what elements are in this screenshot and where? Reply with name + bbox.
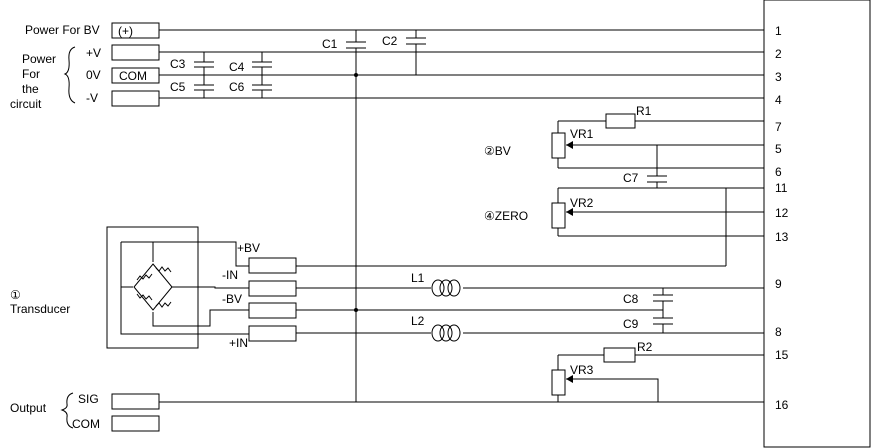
- minus-bv-box: [248, 302, 297, 319]
- minus-in-box: [248, 280, 297, 297]
- bv-label: ②BV: [484, 144, 511, 158]
- junction-dot: [354, 73, 358, 77]
- power-brace: [63, 46, 76, 104]
- terminal-5: 5: [775, 142, 782, 156]
- l1-label: L1: [411, 271, 425, 285]
- plus-in-label: +IN: [229, 336, 248, 350]
- minus-v-label: -V: [86, 91, 98, 105]
- minus-in-label: -IN: [222, 268, 238, 282]
- com-box-text: COM: [119, 69, 147, 83]
- plus-v-box: [111, 44, 160, 61]
- l2-inductor: [431, 324, 461, 342]
- terminal-13: 13: [775, 230, 789, 244]
- c8-label: C8: [623, 292, 639, 306]
- plus-in-box: [248, 325, 297, 342]
- vr1-wiper-arrow: [566, 141, 573, 149]
- sig-box: [111, 393, 160, 410]
- vr2-potentiometer: [551, 202, 566, 229]
- vr2-wiper-arrow: [566, 208, 573, 216]
- power-label-line2: For: [22, 67, 40, 81]
- c3-label: C3: [170, 57, 186, 71]
- sig-label: SIG: [78, 392, 99, 406]
- transducer-minus-bv-wire: [152, 309, 249, 327]
- c4-label: C4: [229, 60, 245, 74]
- r1-resistor: [605, 113, 636, 129]
- output-label: Output: [10, 401, 47, 415]
- c2-label: C2: [382, 34, 398, 48]
- zero-label: ④ZERO: [484, 209, 528, 223]
- terminal-7: 7: [775, 120, 782, 134]
- vr3-wiper-arrow: [566, 375, 573, 383]
- zero-v-label: 0V: [86, 68, 101, 82]
- c1-label: C1: [322, 37, 338, 51]
- power-label-line3: the: [22, 82, 39, 96]
- terminal-3: 3: [775, 70, 782, 84]
- r2-resistor: [603, 347, 636, 363]
- vr3-wiper-wire: [566, 378, 659, 402]
- terminal-15: 15: [775, 348, 789, 362]
- power-bv-plus-text: (+): [118, 24, 133, 38]
- com-output-box: [111, 415, 160, 432]
- terminal-4: 4: [775, 93, 782, 107]
- plus-bv-label: +BV: [237, 241, 260, 255]
- terminal-6: 6: [775, 165, 782, 179]
- r2-label: R2: [637, 340, 653, 354]
- transducer-label: Transducer: [10, 302, 70, 316]
- c6-label: C6: [229, 80, 245, 94]
- terminal-block: [763, 0, 871, 448]
- c9-label: C9: [623, 317, 639, 331]
- terminal-2: 2: [775, 47, 782, 61]
- vr3-potentiometer: [551, 369, 566, 396]
- vr1-potentiometer: [551, 132, 566, 159]
- c5-label: C5: [170, 80, 186, 94]
- terminal-9: 9: [775, 277, 782, 291]
- transducer-number: ①: [10, 288, 21, 302]
- terminal-8: 8: [775, 325, 782, 339]
- vr1-label: VR1: [570, 127, 594, 141]
- minus-bv-label: -BV: [222, 292, 242, 306]
- l1-inductor: [431, 279, 461, 297]
- plus-bv-box: [248, 257, 297, 274]
- transducer-minus-in-wire: [172, 286, 249, 289]
- com-label: COM: [72, 417, 100, 431]
- plus-v-label: +V: [86, 46, 101, 60]
- bridge-resistors: [133, 263, 173, 311]
- vr3-label: VR3: [570, 363, 594, 377]
- r1-label: R1: [636, 104, 652, 118]
- minus-v-box: [111, 90, 160, 107]
- vr2-label: VR2: [570, 196, 594, 210]
- power-for-bv-label: Power For BV: [25, 23, 100, 37]
- transducer-plus-in-wire: [120, 287, 249, 335]
- terminal-11: 11: [775, 181, 788, 195]
- terminal-16: 16: [775, 398, 789, 412]
- power-label-line4: circuit: [10, 97, 42, 111]
- terminal-12: 12: [775, 206, 789, 220]
- output-brace: [60, 392, 74, 429]
- transducer-plus-bv-wire: [121, 241, 249, 267]
- power-label-line1: Power: [22, 52, 56, 66]
- terminal-1: 1: [775, 24, 782, 38]
- c7-label: C7: [623, 171, 639, 185]
- l2-label: L2: [411, 314, 425, 328]
